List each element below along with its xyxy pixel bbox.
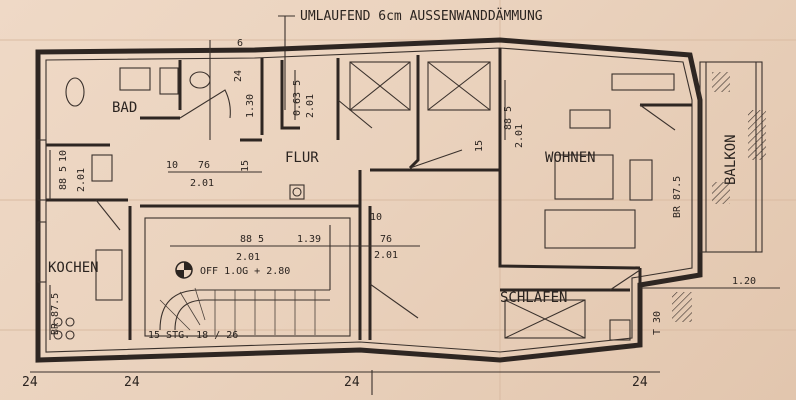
dim-139: 1.39 [297, 234, 321, 245]
room-balkon: BALKON [723, 134, 739, 185]
elevation-label: OFF 1.OG + 2.80 [200, 266, 290, 277]
dim-bottom-24c: 24 [344, 375, 360, 390]
room-wohnen: WOHNEN [545, 150, 596, 166]
dim-201-wohn: 2.01 [514, 124, 525, 148]
header-note: UMLAUFEND 6cm AUSSENWANDDÄMMUNG [300, 8, 543, 24]
dim-76-mid: 76 [380, 234, 392, 245]
dim-201-mid: 2.01 [236, 252, 260, 263]
outer-wall-inner [45, 47, 693, 353]
dim-885-koch: 88 5 [58, 166, 69, 190]
dim-201-mid2: 2.01 [374, 250, 398, 261]
elevation-marker [175, 261, 193, 279]
balcony [699, 61, 766, 253]
stairs-label: 15 STG. 18 / 26 [148, 330, 238, 341]
dim-201-left: 2.01 [190, 178, 214, 189]
interior-walls [46, 48, 692, 340]
dim-6: 6 [237, 38, 243, 49]
dim-bottom-24b: 24 [124, 375, 140, 390]
room-bad: BAD [112, 100, 137, 116]
dim-10-a: 10 [166, 160, 178, 171]
dim-0635: 0.63 5 [292, 80, 303, 116]
fixtures [53, 67, 692, 341]
dim-24: 24 [233, 70, 244, 82]
dim-15-a: 15 [240, 160, 251, 172]
br-wohnen-label: BR 87.5 [672, 176, 683, 218]
room-schlafen: SCHLAFEN [500, 290, 567, 306]
dim-885-wohn: 88 5 [503, 106, 514, 130]
dim-130: 1.30 [245, 94, 256, 118]
dim-76-left: 76 [198, 160, 210, 171]
t30-label: T 30 [652, 311, 663, 335]
room-flur: FLUR [285, 150, 319, 166]
room-kochen: KOCHEN [48, 260, 99, 276]
dim-bottom-24a: 24 [22, 375, 38, 390]
dim-bottom-24d: 24 [632, 375, 648, 390]
br-kochen-label: BR 87.5 [50, 293, 61, 335]
windows [37, 61, 586, 339]
dim-120: 1.20 [732, 276, 756, 287]
dim-885: 88 5 [240, 234, 264, 245]
dim-201-bad: 2.01 [305, 94, 316, 118]
dim-10-b: 10 [370, 212, 382, 223]
dimension-lines [30, 40, 780, 395]
dim-201-koch: 2.01 [76, 168, 87, 192]
staircase [144, 217, 351, 337]
dim-10-koch: 10 [58, 150, 69, 162]
door-swings [95, 89, 676, 319]
dim-15-b: 15 [474, 140, 485, 152]
outer-wall [35, 37, 703, 363]
